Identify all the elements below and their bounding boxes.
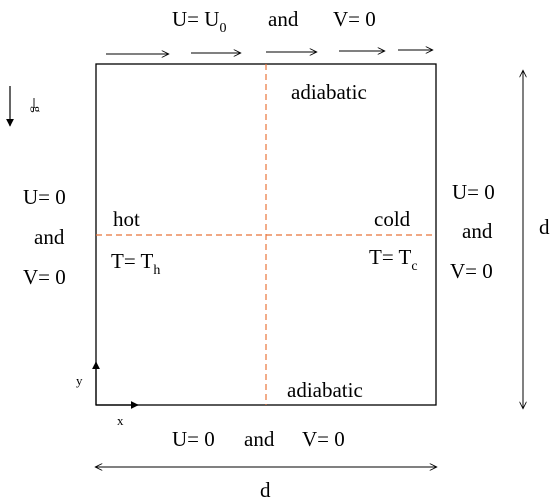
hot-label: hot [113,207,140,231]
cold-label: cold [374,207,411,231]
bottom-and-label: and [244,427,275,451]
left-v-label: V= 0 [23,265,66,289]
gravity-indicator: g [6,86,45,127]
right-v-label: V= 0 [450,259,493,283]
top-wall-label: adiabatic [291,80,367,104]
bottom-u-label: U= 0 [172,427,215,451]
right-u-label: U= 0 [452,180,495,204]
top-and-label: and [268,7,299,31]
bottom-v-label: V= 0 [302,427,345,451]
width-dimension-label: d [260,478,271,502]
cold-temperature: T= Tc [369,245,418,274]
x-axis-label: x [117,413,124,428]
bottom-wall-label: adiabatic [287,378,363,402]
y-axis-label: y [76,373,83,388]
right-and-label: and [462,219,493,243]
left-and-label: and [34,225,65,249]
left-u-label: U= 0 [23,185,66,209]
height-dimension-label: d [539,215,550,239]
top-u-label: U= U0 [172,7,226,36]
top-v-label: V= 0 [333,7,376,31]
hot-temperature: T= Th [111,249,160,278]
lid-velocity-arrows [106,50,432,54]
gravity-label: g [30,106,45,113]
